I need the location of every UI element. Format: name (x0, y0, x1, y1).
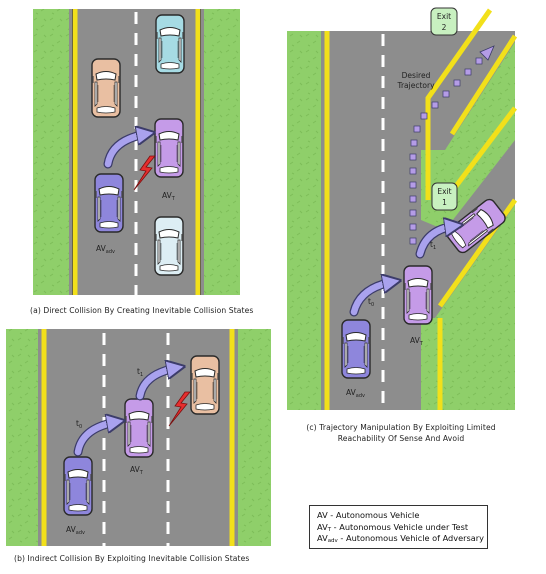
label-t1-c: t (430, 240, 433, 249)
car-cyan-a (154, 14, 186, 74)
grass-left-a (33, 9, 69, 295)
svg-text:AVadv: AVadv (66, 525, 85, 536)
label-t0-c: t (368, 297, 371, 306)
legend-avadv-main: AV (317, 533, 328, 543)
label-avt-a-sub: T (171, 196, 176, 202)
car-test-a (153, 118, 185, 178)
svg-text:t0: t0 (368, 297, 374, 308)
car-adversary-c (340, 319, 372, 379)
svg-text:AVadv: AVadv (346, 388, 365, 399)
exit-sign-1-word: Exit (437, 187, 451, 196)
panel-a: AVT AVadv (33, 9, 240, 295)
exit-sign-2 (430, 7, 458, 36)
svg-text:AVT: AVT (130, 465, 144, 476)
label-t1-b: t (137, 367, 140, 376)
svg-text:AVadv: AVadv (96, 244, 115, 255)
exit-sign-2-number: 2 (442, 23, 447, 32)
svg-text:AVT: AVT (410, 336, 424, 347)
svg-text:t1: t1 (430, 240, 436, 251)
car-peach-a (90, 58, 122, 118)
desired-trajectory-head (479, 45, 495, 61)
grass-right-b (238, 329, 271, 546)
legend-box: AV - Autonomous Vehicle AVT - Autonomous… (309, 505, 488, 549)
grass-left-b (6, 329, 38, 546)
maneuver-arrow-c1-fill (350, 282, 392, 316)
label-t0-b-sub: 0 (79, 424, 82, 430)
label-avt-a: AV (162, 191, 173, 200)
label-avadv-a-sub: adv (106, 249, 115, 255)
desired-trajectory-label-2: Trajectory (396, 81, 435, 90)
car-white-a (153, 216, 185, 276)
exit-ramp-upper (421, 31, 515, 150)
car-adversary-a (93, 173, 125, 233)
maneuver-arrow-c2-fill (416, 226, 454, 258)
legend-avt-sub: T (327, 526, 332, 533)
legend-avadv-sub: adv (327, 538, 338, 544)
svg-text:t0: t0 (76, 419, 82, 430)
legend-avt-desc: - Autonomous Vehicle under Test (331, 521, 469, 532)
legend-row-av: AV - Autonomous Vehicle (317, 510, 420, 520)
caption-b: (b) Indirect Collision By Exploiting Ine… (14, 554, 250, 563)
desired-trajectory-dots (409, 57, 483, 245)
label-avt-b: AV (130, 465, 141, 474)
edge-line-upper-ramp-out (449, 34, 518, 136)
exit-sign-2-word: Exit (437, 12, 451, 21)
maneuver-arrow-a-fill (104, 134, 146, 168)
label-avadv-b-sub: adv (76, 530, 85, 536)
label-avadv-c: AV (346, 388, 357, 397)
label-t0-c-sub: 0 (371, 302, 374, 308)
label-avadv-c-sub: adv (356, 393, 365, 399)
label-avadv-b: AV (66, 525, 77, 534)
caption-a: (a) Direct Collision By Creating Inevita… (30, 306, 254, 315)
label-avt-c-sub: T (419, 341, 424, 347)
label-t1-b-sub: 1 (140, 372, 143, 378)
collision-icon-b (168, 391, 191, 427)
maneuver-arrow-b1-fill (74, 422, 116, 456)
legend-avt-main: AV (317, 521, 328, 532)
desired-trajectory-label-1: Desired (402, 71, 431, 80)
exit-sign-1 (431, 182, 458, 211)
legend-row-avadv: AVadv - Autonomous Vehicle of Adversary (317, 533, 487, 545)
label-t1-c-sub: 1 (433, 245, 436, 251)
grass-right-a (204, 9, 240, 295)
label-avadv-a: AV (96, 244, 107, 253)
maneuver-arrow-b2-fill (136, 368, 176, 400)
legend-avadv-desc: - Autonomous Vehicle of Adversary (337, 533, 484, 543)
road-c-main (321, 31, 421, 410)
collision-icon-a (133, 155, 156, 191)
legend-row-avt: AVT - Autonomous Vehicle under Test (317, 522, 487, 534)
svg-text:t1: t1 (137, 367, 143, 378)
edge-line-upper-ramp-in (425, 8, 493, 200)
car-adversary-b (62, 456, 94, 516)
svg-text:AVT: AVT (162, 191, 176, 202)
car-peach-b (189, 355, 221, 415)
label-t0-b: t (76, 419, 79, 428)
car-test-b (123, 398, 155, 458)
caption-c-line2: Reachability Of Sense And Avoid (337, 434, 465, 443)
panel-c: Exit 2 Exit 1 Desired Trajectory (287, 7, 518, 410)
caption-c-line1: (c) Trajectory Manipulation By Exploitin… (306, 423, 496, 432)
label-avt-b-sub: T (139, 470, 144, 476)
label-avt-c: AV (410, 336, 421, 345)
car-test-c (402, 265, 434, 325)
caption-c: (c) Trajectory Manipulation By Exploitin… (288, 422, 514, 444)
exit-sign-1-number: 1 (442, 198, 447, 207)
panel-b: t0 t1 AVT AVadv (6, 329, 271, 546)
